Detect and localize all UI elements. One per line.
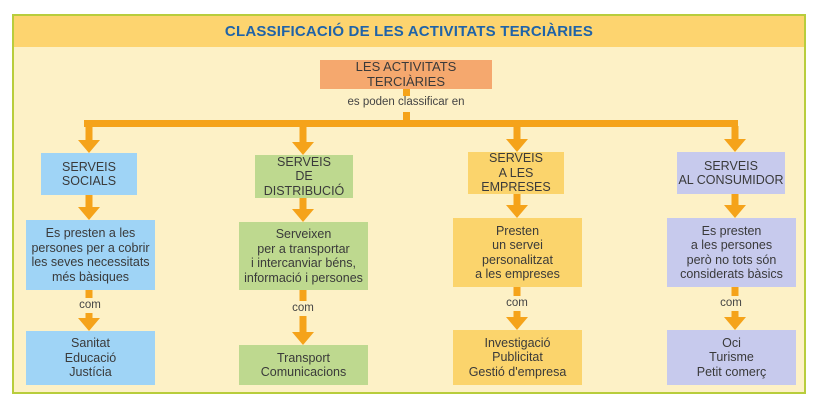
root-box: LES ACTIVITATS TERCIÀRIES <box>320 59 492 89</box>
distribution-services-examples: Transport Comunicacions <box>239 345 368 385</box>
root-connector-label: es poden classificar en <box>340 96 472 112</box>
consumer-services-examples: Oci Turisme Petit comerç <box>667 330 796 385</box>
branch-bar <box>84 120 738 127</box>
arrow-down-icon <box>506 194 528 218</box>
social-services-examples: Sanitat Educació Justícia <box>26 331 155 385</box>
business-services-title: SERVEIS A LES EMPRESES <box>468 151 564 194</box>
arrow-down-icon <box>78 126 100 153</box>
consumer-services-title: SERVEIS AL CONSUMIDOR <box>677 152 785 194</box>
connector-stem <box>85 290 93 298</box>
social-services-title: SERVEIS SOCIALS <box>41 153 137 195</box>
social-services-description: Es presten a les persones per a cobrir l… <box>26 220 155 290</box>
arrow-down-icon <box>78 313 100 331</box>
arrow-down-icon <box>292 126 314 155</box>
arrow-down-icon <box>724 126 746 152</box>
connector-stem <box>299 290 307 301</box>
arrow-down-icon <box>724 311 746 330</box>
header-band: CLASSIFICACIÓ DE LES ACTIVITATS TERCIÀRI… <box>14 16 804 47</box>
arrow-down-icon <box>724 194 746 218</box>
arrow-down-icon <box>506 126 528 152</box>
business-services-connector: com <box>497 297 537 309</box>
connector-stem <box>513 287 521 296</box>
distribution-services-connector: com <box>283 302 323 314</box>
consumer-services-connector: com <box>711 297 751 309</box>
consumer-services-description: Es presten a les persones però no tots s… <box>667 218 796 287</box>
arrow-down-icon <box>78 195 100 220</box>
arrow-down-icon <box>506 311 528 330</box>
business-services-examples: Investigació Publicitat Gestió d'empresa <box>453 330 582 385</box>
business-services-description: Presten un servei personalitzat a les em… <box>453 218 582 287</box>
social-services-connector: com <box>70 299 110 311</box>
arrow-down-icon <box>292 198 314 222</box>
diagram-title: CLASSIFICACIÓ DE LES ACTIVITATS TERCIÀRI… <box>224 23 594 40</box>
distribution-services-description: Serveixen per a transportar i intercanvi… <box>239 222 368 290</box>
distribution-services-title: SERVEIS DE DISTRIBUCIÓ <box>255 155 353 198</box>
arrow-down-icon <box>292 316 314 345</box>
connector-stem <box>731 287 739 296</box>
